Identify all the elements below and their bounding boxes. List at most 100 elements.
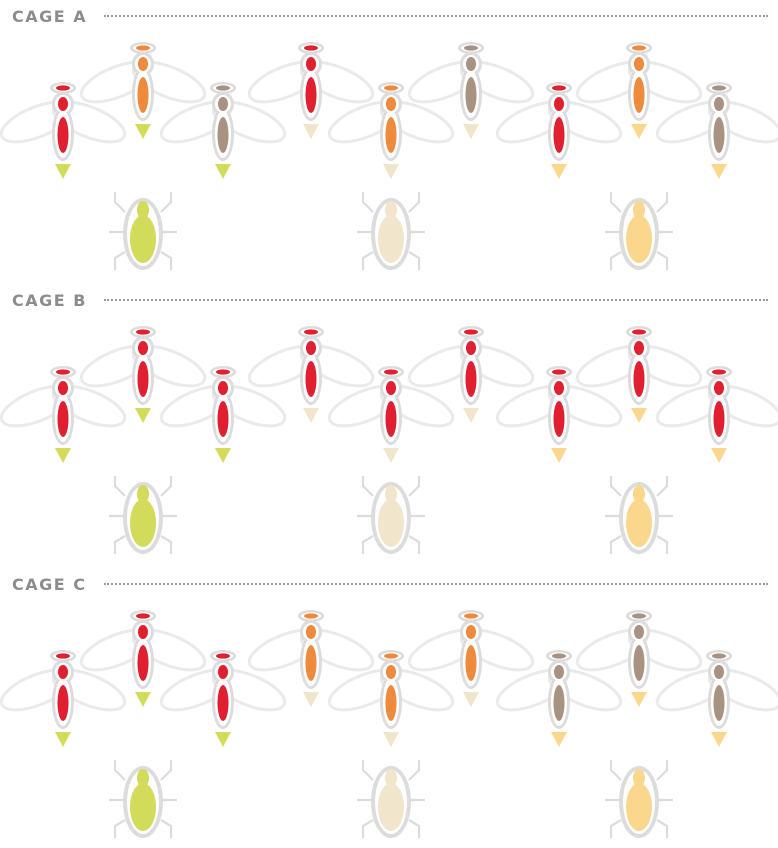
fly-abdomen bbox=[58, 117, 69, 153]
fly-thorax bbox=[634, 57, 644, 71]
fly-abdomen bbox=[554, 117, 565, 153]
triangle-marker bbox=[631, 692, 647, 707]
fly-abdomen bbox=[218, 685, 229, 721]
larva bbox=[109, 192, 177, 270]
triangle-marker bbox=[215, 448, 231, 463]
fly-head bbox=[464, 45, 478, 50]
fly-head bbox=[632, 45, 646, 50]
fly-abdomen bbox=[714, 401, 725, 437]
fly-thorax bbox=[554, 381, 564, 395]
fly-abdomen bbox=[714, 685, 725, 721]
larva bbox=[357, 476, 425, 554]
fly-head bbox=[384, 85, 398, 90]
fly-abdomen bbox=[466, 77, 477, 113]
larva bbox=[357, 760, 425, 838]
fly-head bbox=[384, 369, 398, 374]
fly-thorax bbox=[714, 665, 724, 679]
cage-a-illustration bbox=[0, 0, 778, 280]
fly-abdomen bbox=[386, 117, 397, 153]
fly-thorax bbox=[386, 97, 396, 111]
triangle-marker bbox=[135, 124, 151, 139]
fly-head bbox=[136, 613, 150, 618]
fly-head bbox=[136, 329, 150, 334]
cage-b-illustration bbox=[0, 284, 778, 564]
fly-thorax bbox=[218, 97, 228, 111]
fly-head bbox=[216, 653, 230, 658]
larva-body bbox=[626, 215, 652, 263]
fly-abdomen bbox=[386, 401, 397, 437]
fly-head bbox=[464, 613, 478, 618]
larva-body bbox=[378, 783, 404, 831]
triangle-marker bbox=[55, 732, 71, 747]
fly-head bbox=[552, 369, 566, 374]
fly-head bbox=[712, 85, 726, 90]
fly-abdomen bbox=[466, 645, 477, 681]
fly-abdomen bbox=[138, 361, 149, 397]
triangle-marker bbox=[551, 732, 567, 747]
triangle-marker bbox=[135, 408, 151, 423]
fly-thorax bbox=[218, 381, 228, 395]
fly-head bbox=[216, 85, 230, 90]
fly-head bbox=[384, 653, 398, 658]
fly-abdomen bbox=[138, 77, 149, 113]
triangle-marker bbox=[383, 732, 399, 747]
fly-thorax bbox=[138, 57, 148, 71]
fly-head bbox=[56, 369, 70, 374]
triangle-marker bbox=[631, 124, 647, 139]
fly-abdomen bbox=[714, 117, 725, 153]
fly-thorax bbox=[306, 625, 316, 639]
fly-thorax bbox=[138, 341, 148, 355]
fly-abdomen bbox=[554, 685, 565, 721]
fly-abdomen bbox=[466, 361, 477, 397]
fly-abdomen bbox=[218, 117, 229, 153]
cage-c-section: CAGE C bbox=[0, 568, 778, 848]
fly-head bbox=[712, 369, 726, 374]
fly-abdomen bbox=[634, 645, 645, 681]
fly-thorax bbox=[634, 625, 644, 639]
fly-abdomen bbox=[306, 77, 317, 113]
triangle-marker bbox=[55, 164, 71, 179]
triangle-marker bbox=[631, 408, 647, 423]
cage-c-illustration bbox=[0, 568, 778, 848]
fly-abdomen bbox=[306, 645, 317, 681]
larva-body bbox=[130, 499, 156, 547]
larva-body bbox=[378, 499, 404, 547]
triangle-marker bbox=[463, 408, 479, 423]
fly-thorax bbox=[554, 97, 564, 111]
fly-thorax bbox=[634, 341, 644, 355]
fly-thorax bbox=[58, 665, 68, 679]
fly-abdomen bbox=[58, 685, 69, 721]
fly-head bbox=[632, 613, 646, 618]
fly-abdomen bbox=[138, 645, 149, 681]
fly-head bbox=[304, 613, 318, 618]
cage-a-section: CAGE A bbox=[0, 0, 778, 280]
larva-body bbox=[378, 215, 404, 263]
larva bbox=[357, 192, 425, 270]
fly-thorax bbox=[306, 57, 316, 71]
fly-thorax bbox=[58, 381, 68, 395]
fly-head bbox=[56, 85, 70, 90]
fly-head bbox=[632, 329, 646, 334]
larva-body bbox=[130, 783, 156, 831]
larva bbox=[605, 476, 673, 554]
triangle-marker bbox=[55, 448, 71, 463]
triangle-marker bbox=[215, 732, 231, 747]
fly-head bbox=[304, 45, 318, 50]
fly-head bbox=[56, 653, 70, 658]
cage-b-section: CAGE B bbox=[0, 284, 778, 564]
fly-abdomen bbox=[554, 401, 565, 437]
fly-thorax bbox=[714, 381, 724, 395]
larva bbox=[109, 760, 177, 838]
triangle-marker bbox=[303, 692, 319, 707]
fly-abdomen bbox=[58, 401, 69, 437]
fly-thorax bbox=[58, 97, 68, 111]
triangle-marker bbox=[135, 692, 151, 707]
triangle-marker bbox=[383, 164, 399, 179]
fly-thorax bbox=[138, 625, 148, 639]
fly-abdomen bbox=[634, 77, 645, 113]
triangle-marker bbox=[303, 408, 319, 423]
fly-thorax bbox=[466, 341, 476, 355]
triangle-marker bbox=[215, 164, 231, 179]
triangle-marker bbox=[551, 164, 567, 179]
fly-thorax bbox=[218, 665, 228, 679]
